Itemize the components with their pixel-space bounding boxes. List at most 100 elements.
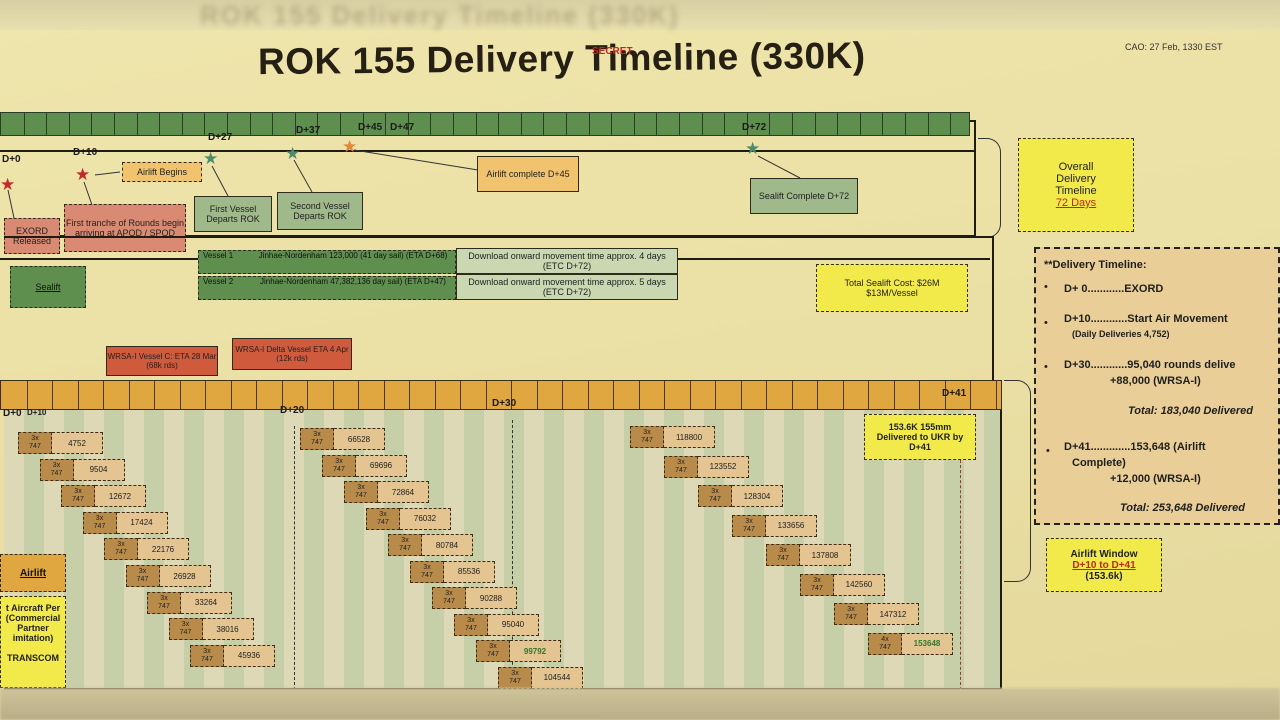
timeline-tick bbox=[611, 113, 613, 135]
cumulative-rounds-value: 66528 bbox=[334, 428, 385, 450]
timeline-tick bbox=[307, 381, 308, 409]
timeline-tick bbox=[766, 381, 767, 409]
download-2-box: Download onward movement time approx. 5 … bbox=[456, 274, 678, 300]
timeline-tick bbox=[46, 113, 48, 135]
marker-d72: D+72 bbox=[742, 122, 767, 133]
timeline-tick bbox=[430, 113, 432, 135]
overall-delivery-box: Overall Delivery Timeline 72 Days bbox=[1018, 138, 1134, 232]
timeline-tick bbox=[927, 113, 929, 135]
cumulative-rounds-value: 123552 bbox=[698, 455, 749, 478]
legend-bullet: • bbox=[1044, 281, 1048, 293]
cumulative-rounds-value: 153648 bbox=[902, 632, 953, 655]
timeline-tick bbox=[769, 113, 771, 135]
timeline-tick bbox=[905, 113, 906, 135]
timeline-tick bbox=[204, 113, 206, 135]
timeline-tick bbox=[950, 113, 952, 135]
timeline-tick bbox=[638, 381, 640, 409]
cumulative-rounds-value: 133656 bbox=[766, 514, 817, 537]
timeline-tick bbox=[103, 381, 104, 409]
segment-divider bbox=[294, 426, 295, 690]
timeline-tick bbox=[817, 381, 818, 409]
marker-d27: D+27 bbox=[208, 132, 233, 143]
timeline-tick bbox=[136, 113, 138, 135]
bottom-marker-d30: D+30 bbox=[492, 398, 517, 409]
timeline-tick bbox=[249, 113, 251, 135]
legend-line-4d: Total: 253,648 Delivered bbox=[1120, 502, 1245, 514]
timeline-tick bbox=[919, 381, 920, 409]
cumulative-rounds-value: 69696 bbox=[356, 454, 407, 477]
cumulative-rounds-value: 147312 bbox=[868, 603, 919, 625]
timeline-tick bbox=[52, 381, 53, 409]
timeline-tick bbox=[91, 113, 93, 135]
timeline-tick bbox=[893, 381, 895, 409]
top-blurred-strip: ROK 155 Delivery Timeline (330K) bbox=[0, 0, 1280, 30]
legend-heading: **Delivery Timeline: bbox=[1044, 259, 1147, 271]
legend-line-3: D+30............95,040 rounds delive bbox=[1064, 359, 1236, 371]
timeline-tick bbox=[859, 113, 861, 135]
airlift-window-range: D+10 to D+41 bbox=[1072, 559, 1136, 571]
timeline-tick bbox=[460, 381, 461, 409]
cumulative-rounds-value: 22176 bbox=[138, 538, 189, 561]
timeline-tick bbox=[543, 113, 545, 135]
timeline-tick bbox=[740, 381, 742, 409]
overall-label: Overall Delivery Timeline bbox=[1055, 161, 1097, 197]
timeline-tick bbox=[633, 113, 635, 135]
timeline-tick bbox=[181, 113, 183, 135]
timeline-tick bbox=[724, 113, 726, 135]
timeline-tick bbox=[385, 113, 387, 135]
delivered-to-ukr-box: 153.6K 155mm Delivered to UKR by D+41 bbox=[864, 414, 976, 460]
legend-line-2: D+10............Start Air Movement bbox=[1064, 313, 1228, 325]
legend-line-2b: (Daily Deliveries 4,752) bbox=[1072, 329, 1170, 339]
timeline-tick bbox=[715, 381, 716, 409]
timeline-tick bbox=[434, 381, 436, 409]
timeline-tick bbox=[272, 113, 274, 135]
timeline-tick bbox=[362, 113, 364, 135]
timeline-tick bbox=[227, 113, 228, 135]
green-timeline-bar bbox=[0, 112, 970, 136]
timeline-tick bbox=[68, 113, 70, 135]
sealift-complete-event-box: Sealift Complete D+72 bbox=[750, 178, 858, 214]
timeline-tick bbox=[588, 113, 590, 135]
cumulative-rounds-value: 128304 bbox=[732, 485, 783, 507]
timeline-tick bbox=[498, 113, 500, 135]
timeline-tick bbox=[23, 113, 25, 135]
timeline-tick bbox=[317, 113, 319, 135]
marker-d10: D+10 bbox=[73, 147, 98, 158]
timeline-tick bbox=[26, 381, 28, 409]
timeline-tick bbox=[587, 381, 589, 409]
cumulative-rounds-value: 38016 bbox=[202, 618, 254, 641]
cumulative-rounds-value: 85536 bbox=[444, 560, 495, 583]
airlift-complete-event-box: Airlift complete D+45 bbox=[477, 156, 579, 192]
timeline-tick bbox=[511, 381, 512, 409]
timeline-tick bbox=[485, 381, 487, 409]
marker-d37: D+37 bbox=[296, 125, 321, 136]
cumulative-rounds-value: 118800 bbox=[664, 426, 715, 448]
cumulative-rounds-value: 72864 bbox=[378, 481, 429, 503]
